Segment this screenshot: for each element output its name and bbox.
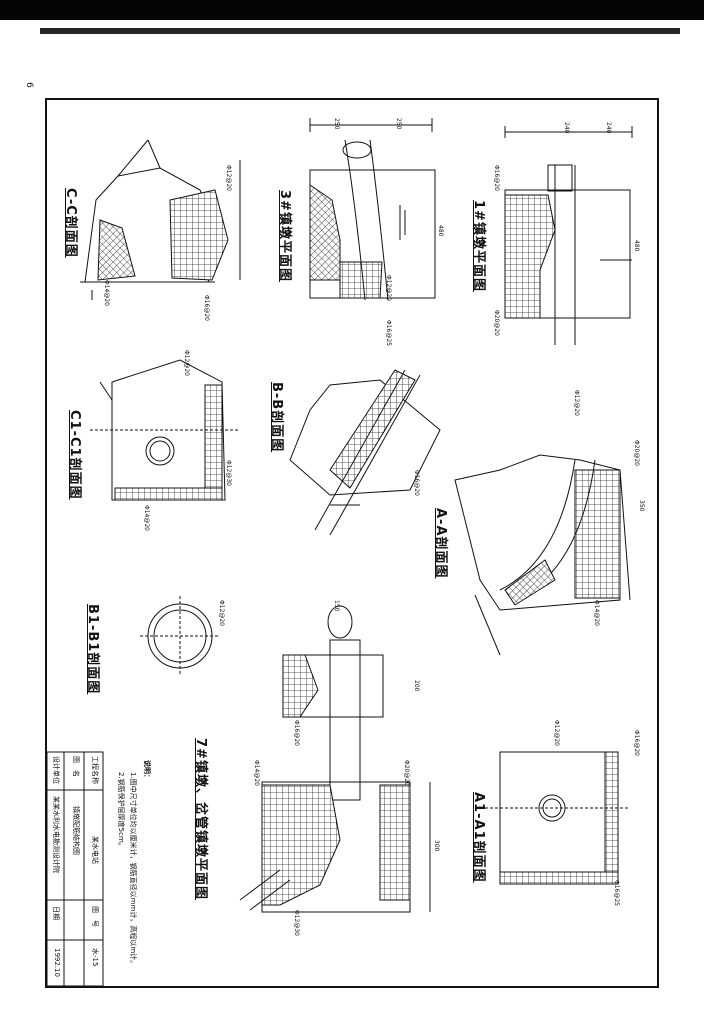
tb-designer-label: 设计单位 xyxy=(52,756,60,784)
rebar-label: Φ12@20 xyxy=(385,275,392,301)
rebar-label: Φ12@20 xyxy=(573,390,580,416)
c-section-drawing xyxy=(80,139,241,300)
c-section-title: C-C剖面图 xyxy=(63,188,78,258)
tb-date: 1992.10 xyxy=(53,948,61,977)
a1-section-title: A1-A1剖面图 xyxy=(471,792,486,883)
rebar-label: Φ12@20 xyxy=(225,165,232,191)
rebar-label: Φ12@20 xyxy=(553,720,560,746)
tb-name-value: 镇墩配筋结构图 xyxy=(72,806,80,855)
rebar-label: Φ12@20 xyxy=(218,600,225,626)
rebar-label: Φ16@25 xyxy=(613,880,620,906)
tb-project-value: 某水电站 xyxy=(91,836,99,864)
b1-section-title: B1-B1剖面图 xyxy=(85,604,100,695)
rebar-label: Φ12@30 xyxy=(293,910,300,936)
c1-section-title: C1-C1剖面图 xyxy=(67,410,82,500)
tb-designer-value: 某某水利水电勘测设计院 xyxy=(52,796,60,873)
tb-drawing-no: 水-15 xyxy=(91,948,99,967)
tb-name-label: 图 名 xyxy=(72,756,80,777)
dim-label: 200 xyxy=(413,680,420,692)
scan-border-line xyxy=(40,24,680,40)
a-section-title: A-A剖面图 xyxy=(433,508,448,579)
tb-date-label: 日期 xyxy=(52,906,60,920)
scan-border-top xyxy=(0,0,704,20)
b1-section-drawing xyxy=(140,596,220,676)
rebar-label: Φ16@20 xyxy=(633,730,640,756)
tb-drawing-no-label: 图 号 xyxy=(91,906,99,927)
rebar-label: Φ16@20 xyxy=(413,470,420,496)
rebar-label: Φ16@20 xyxy=(293,720,300,746)
rebar-label: Φ14@20 xyxy=(593,600,600,626)
plan-7-drawing xyxy=(239,605,431,913)
rebar-label: Φ20@20 xyxy=(493,310,500,336)
rebar-label: Φ20@20 xyxy=(633,440,640,466)
rebar-label: Φ16@20 xyxy=(203,295,210,321)
bend-3-plan-title: 3#镇墩平面图 xyxy=(277,190,292,282)
notes-heading: 说明： xyxy=(143,760,151,781)
rebar-label: Φ12@30 xyxy=(225,460,232,486)
bend-1-plan-drawing xyxy=(504,126,633,345)
dim-label: 240 xyxy=(605,122,612,134)
dim-label: 300 xyxy=(433,840,440,852)
plan-7-title: 7#镇墩、岔管镇墩平面图 xyxy=(193,738,208,900)
title-block-frame xyxy=(46,751,104,987)
notes-line-1: 1.图中尺寸单位均以厘米计，钢筋直径以mm计，高程以m计。 xyxy=(129,772,137,968)
dim-label: 480 xyxy=(437,225,444,237)
c1-section-drawing xyxy=(90,359,240,501)
b-section-title: B-B剖面图 xyxy=(269,382,284,453)
rebar-label: Φ14@20 xyxy=(103,280,110,306)
rebar-label: Φ20@20 xyxy=(403,760,410,786)
bend-1-plan-title: 1#镇墩平面图 xyxy=(471,200,486,292)
dim-label: 240 xyxy=(563,122,570,134)
rebar-label: Φ14@20 xyxy=(253,760,260,786)
rebar-label: Φ12@20 xyxy=(183,350,190,376)
notes-line-2: 2.钢筋保护层厚度5cm。 xyxy=(117,772,125,850)
rebar-label: Φ16@25 xyxy=(385,320,392,346)
dim-label: 350 xyxy=(638,500,645,512)
tb-project-label: 工程名称 xyxy=(91,756,99,784)
b-section-drawing xyxy=(289,369,441,536)
a-section-drawing xyxy=(454,454,631,656)
rebar-label: Φ16@20 xyxy=(493,165,500,191)
bend-3-plan-drawing xyxy=(309,118,436,301)
a1-section-drawing xyxy=(480,751,630,885)
dim-label: 480 xyxy=(633,240,640,252)
dim-label: 150 xyxy=(333,600,340,612)
rebar-label: Φ14@20 xyxy=(143,505,150,531)
dim-label: 250 xyxy=(333,118,340,130)
drawing-frame xyxy=(45,98,659,988)
dim-label: 250 xyxy=(395,118,402,130)
